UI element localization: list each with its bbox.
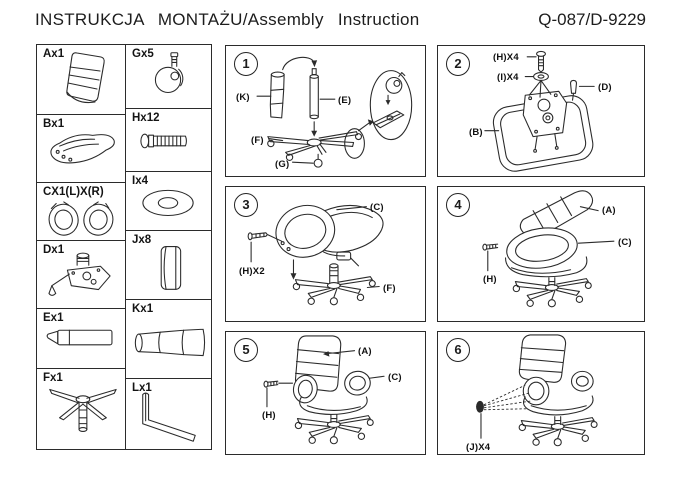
callout-h: (H)X2 — [239, 266, 265, 277]
part-cell-telescopic-cover: Kx1 — [125, 299, 212, 379]
part-label: Fx1 — [43, 372, 63, 384]
part-label: Dx1 — [43, 244, 65, 256]
part-label: CX1(L)X(R) — [43, 186, 104, 198]
callout-k: (K) — [236, 92, 250, 103]
gas-lift-illustration — [46, 329, 113, 346]
telescopic-cover-illustration — [134, 328, 206, 357]
step-3-panel: 3 — [225, 186, 426, 322]
step-number: 5 — [234, 338, 258, 362]
step-5-panel: 5 — [225, 331, 426, 455]
armrests-illustration — [48, 201, 114, 236]
callout-b: (B) — [469, 127, 483, 138]
part-label: Ex1 — [43, 312, 64, 324]
step-1-illustration — [256, 56, 413, 168]
step-5-illustration — [263, 335, 385, 445]
callout-a: (A) — [602, 205, 616, 216]
callout-f: (F) — [251, 135, 264, 146]
step-number: 3 — [234, 193, 258, 217]
washer-illustration — [142, 189, 194, 217]
step-number: 6 — [446, 338, 470, 362]
callout-c: (C) — [370, 202, 384, 213]
callout-h: (H) — [483, 274, 497, 285]
part-label: Ix4 — [132, 175, 148, 187]
callout-h: (H)X4 — [493, 52, 519, 63]
step-2-panel: 2 — [437, 45, 645, 177]
step-2-illustration — [484, 50, 595, 172]
callout-g: (G) — [275, 159, 290, 170]
step-number: 1 — [234, 52, 258, 76]
part-cell-armrests: CX1(L)X(R) — [36, 182, 126, 241]
callout-d: (D) — [598, 82, 612, 93]
part-label: Ax1 — [43, 48, 65, 60]
step-4-illustration — [482, 190, 615, 308]
callout-c: (C) — [388, 372, 402, 383]
part-cell-gas-lift: Ex1 — [36, 308, 126, 369]
part-cell-seat: Bx1 — [36, 114, 126, 183]
step-6-illustration — [476, 334, 598, 447]
callout-c: (C) — [618, 237, 632, 248]
part-cell-base: Fx1 — [36, 368, 126, 450]
part-label: Lx1 — [132, 382, 152, 394]
part-label: Jx8 — [132, 234, 152, 246]
part-label: Bx1 — [43, 118, 65, 130]
callout-h: (H) — [262, 410, 276, 421]
callout-e: (E) — [338, 95, 352, 106]
mechanism-illustration — [48, 252, 111, 296]
part-cell-washer: Ix4 — [125, 171, 212, 231]
part-cell-backrest: Ax1 — [36, 44, 126, 115]
part-label: Gx5 — [132, 48, 154, 60]
parts-column-1: Ax1 Bx1 CX1(L)X(R) — [36, 44, 126, 450]
caster-illustration — [154, 52, 184, 94]
step-number: 4 — [446, 193, 470, 217]
seat-illustration — [50, 134, 115, 164]
part-cell-bolt: Hx12 — [125, 108, 212, 172]
sleeve-illustration — [160, 246, 182, 290]
part-cell-allen-key: Lx1 — [125, 378, 212, 450]
parts-column-2: Gx5 Hx12 Ix4 — [125, 44, 212, 450]
step-3-illustration — [247, 204, 384, 306]
callout-a: (A) — [358, 346, 372, 357]
page-title: INSTRUKCJA MONTAŻU/Assembly Instruction — [35, 10, 420, 29]
backrest-illustration — [66, 52, 105, 104]
part-cell-caster: Gx5 — [125, 44, 212, 109]
allen-key-illustration — [142, 392, 196, 442]
step-4-panel: 4 — [437, 186, 645, 322]
callout-j: (J)X4 — [466, 442, 491, 453]
base-illustration — [49, 388, 117, 432]
model-code: Q-087/D-9229 — [538, 10, 646, 29]
part-label: Kx1 — [132, 303, 154, 315]
part-cell-mechanism: Dx1 — [36, 240, 126, 309]
step-6-panel: 6 (J — [437, 331, 645, 455]
step-1-panel: 1 — [225, 45, 426, 177]
step-number: 2 — [446, 52, 470, 76]
callout-i: (I)X4 — [497, 72, 519, 83]
part-cell-sleeve: Jx8 — [125, 230, 212, 300]
bolt-illustration — [140, 133, 187, 149]
callout-f: (F) — [383, 283, 396, 294]
part-label: Hx12 — [132, 112, 160, 124]
